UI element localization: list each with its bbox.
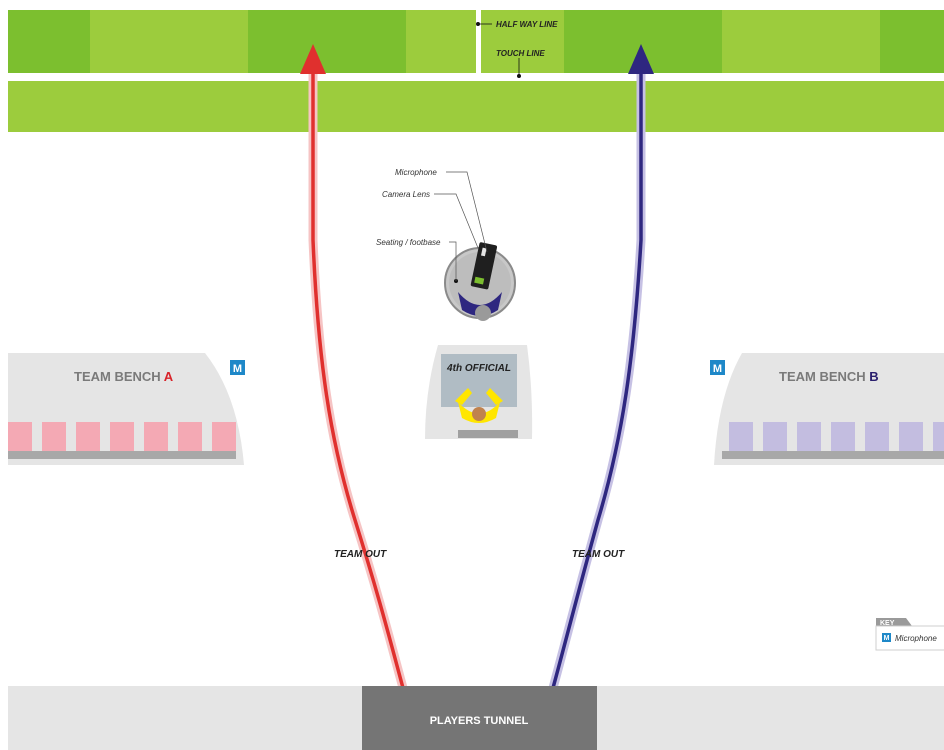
official-chair bbox=[458, 430, 518, 438]
official-arm-left bbox=[455, 388, 472, 405]
halfway-line bbox=[476, 10, 481, 75]
camera-operator bbox=[458, 292, 502, 316]
players-tunnel bbox=[362, 686, 597, 750]
seating-annotation: Seating / footbase bbox=[376, 238, 441, 247]
pitch: HALF WAY LINE TOUCH LINE bbox=[8, 10, 944, 132]
arrow-right-line bbox=[551, 70, 643, 689]
key-item-label: Microphone bbox=[895, 634, 937, 643]
touch-line bbox=[8, 73, 944, 78]
microphone-badge-letter: M bbox=[713, 363, 722, 375]
camera-lens-annotation: Camera Lens bbox=[382, 190, 430, 199]
camera-annotations: Microphone Camera Lens Seating / footbas… bbox=[376, 168, 488, 281]
team-out-label-right: TEAM OUT bbox=[572, 549, 625, 560]
fourth-official-desk bbox=[441, 354, 517, 407]
operator-head bbox=[475, 305, 491, 321]
bench-seat bbox=[178, 422, 202, 451]
bench-b-letter: B bbox=[869, 369, 878, 384]
bench-seat bbox=[144, 422, 168, 451]
microphone-icon bbox=[230, 360, 245, 375]
bench-seat bbox=[797, 422, 821, 451]
team-out-arrow-left bbox=[300, 44, 408, 690]
official-arm-right bbox=[486, 388, 503, 405]
touchline-grass-strip bbox=[8, 81, 944, 132]
official-body bbox=[458, 402, 500, 423]
team-out-label-left: TEAM OUT bbox=[334, 549, 387, 560]
bench-a-title-text: TEAM BENCH bbox=[74, 369, 164, 384]
camera-lens bbox=[480, 247, 487, 257]
players-tunnel-label: PLAYERS TUNNEL bbox=[430, 715, 529, 727]
bench-seat bbox=[865, 422, 889, 451]
grass-stripe bbox=[248, 10, 406, 75]
bench-seat bbox=[110, 422, 134, 451]
team-bench-b: TEAM BENCH B bbox=[714, 353, 944, 465]
players-tunnel-area: PLAYERS TUNNEL bbox=[8, 686, 944, 750]
leader-line bbox=[446, 171, 488, 253]
arrow-right-head bbox=[628, 44, 654, 74]
microphone-annotation: Microphone bbox=[395, 168, 437, 177]
bench-a-footbase bbox=[8, 451, 236, 459]
leader-line bbox=[449, 241, 457, 281]
camera-position bbox=[444, 242, 516, 321]
key-tab bbox=[876, 618, 912, 626]
grass-stripe bbox=[8, 10, 90, 75]
grass-stripe bbox=[880, 10, 944, 75]
microphone-icon bbox=[882, 633, 891, 642]
official-head bbox=[472, 407, 486, 421]
camera-viewfinder bbox=[474, 276, 485, 285]
bench-seat bbox=[831, 422, 855, 451]
touch-line-label: TOUCH LINE bbox=[496, 49, 545, 58]
bench-seat bbox=[8, 422, 32, 451]
bench-a-title: TEAM BENCH A bbox=[74, 369, 174, 384]
key-title: KEY bbox=[880, 620, 895, 627]
team-bench-a: TEAM BENCH A bbox=[8, 353, 244, 465]
bench-a-seats bbox=[8, 422, 236, 451]
bench-b-footbase bbox=[722, 451, 944, 459]
halfway-line-label: HALF WAY LINE bbox=[496, 20, 558, 29]
bench-seat bbox=[76, 422, 100, 451]
bench-seat bbox=[212, 422, 236, 451]
bench-a-microphone: M bbox=[230, 360, 245, 375]
bench-seat bbox=[933, 422, 944, 451]
bench-b-title-text: TEAM BENCH bbox=[779, 369, 869, 384]
bench-seat bbox=[42, 422, 66, 451]
arrow-left-halo bbox=[308, 70, 408, 690]
bench-b-title: TEAM BENCH B bbox=[779, 369, 879, 384]
arrow-left-line bbox=[311, 70, 405, 689]
bench-seat bbox=[899, 422, 923, 451]
bench-a-letter: A bbox=[164, 369, 174, 384]
bench-seat bbox=[763, 422, 787, 451]
microphone-icon bbox=[710, 360, 725, 375]
bench-seat bbox=[729, 422, 753, 451]
key-badge-letter: M bbox=[884, 635, 890, 642]
arrow-left-head bbox=[300, 44, 326, 74]
key-legend: KEY M Microphone bbox=[875, 618, 944, 651]
bench-b-seats bbox=[729, 422, 944, 451]
team-out-arrow-right bbox=[548, 44, 654, 690]
leader-line bbox=[434, 193, 479, 249]
fourth-official-area: 4th OFFICIAL bbox=[425, 345, 533, 439]
microphone-badge-letter: M bbox=[233, 363, 242, 375]
bench-b-microphone: M bbox=[710, 360, 725, 375]
fourth-official-label: 4th OFFICIAL bbox=[446, 363, 511, 374]
